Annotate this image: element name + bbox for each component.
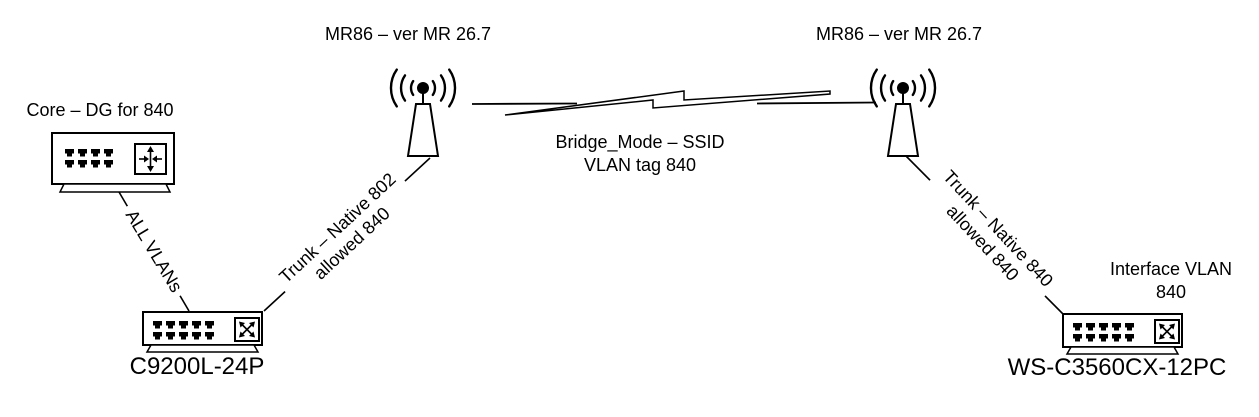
switch-right-icon [1063,314,1182,354]
interface-vlan-line2: 840 [1155,282,1187,302]
switch-right-name: WS-C3560CX-12PC [1007,354,1227,381]
interface-vlan-line1: Interface VLAN [1109,259,1233,279]
ap-right-icon [869,68,937,158]
lightning-bolt-icon [504,90,831,116]
core-label: Core – DG for 840 [26,100,174,120]
ap-left-icon [389,68,457,158]
switch-left-name: C9200L-24P [129,353,265,380]
bridge-mode-line2: VLAN tag 840 [583,155,697,175]
wireless-bridge-link [471,90,877,116]
switch-left-icon [143,312,262,352]
core-router-icon [51,132,175,193]
link-lines [118,154,1065,316]
bridge-mode-line1: Bridge_Mode – SSID [555,132,725,152]
bridge-mode-label: Bridge_Mode – SSID VLAN tag 840 [555,131,724,177]
ap-right-label: MR86 – ver MR 26.7 [815,24,983,44]
ap-left-label: MR86 – ver MR 26.7 [324,24,492,44]
interface-vlan-label: Interface VLAN 840 [1110,258,1232,304]
